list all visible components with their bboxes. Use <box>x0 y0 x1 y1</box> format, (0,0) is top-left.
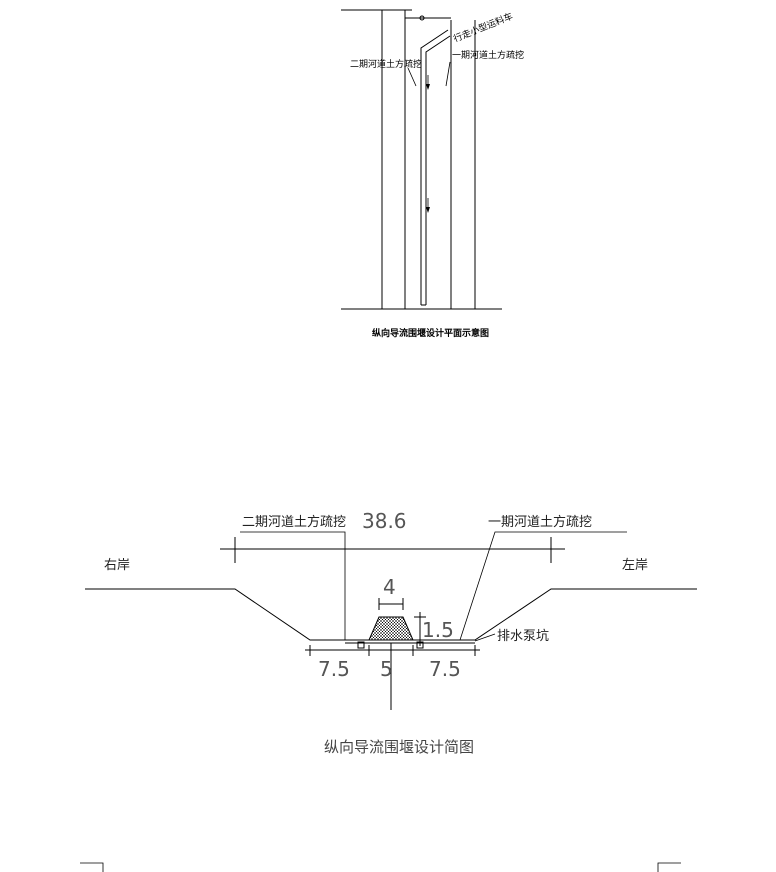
section-caption: 纵向导流围堰设计简图 <box>324 738 474 756</box>
flow-arrow-head <box>426 84 430 90</box>
leader-line-pump <box>474 633 496 642</box>
dim-total-width: 38.6 <box>362 509 407 533</box>
pump-pit-label: 排水泵坑 <box>497 629 549 644</box>
plan-marker-dot <box>419 15 425 21</box>
dim-left: 7.5 <box>318 657 350 681</box>
leader-line-phase1 <box>459 531 627 641</box>
pump-pit-left <box>357 641 365 649</box>
cross-section: 38.6 二期河道土方疏挖 一期河道土方疏挖 右岸 左岸 4 1.5 排水泵坑 <box>85 509 697 756</box>
left-bank-label: 左岸 <box>622 558 648 573</box>
page-corner-mark-left <box>80 862 104 872</box>
dim-top-width: 4 <box>383 575 396 599</box>
leader-line-phase1 <box>445 61 451 87</box>
section-label-phase1: 一期河道土方疏挖 <box>488 514 592 530</box>
plan-caption: 纵向导流围堰设计平面示意图 <box>372 327 489 339</box>
cofferdam-inner-line <box>425 35 451 305</box>
page-corner-mark-right <box>657 862 681 872</box>
section-label-phase2: 二期河道土方疏挖 <box>242 514 346 530</box>
plan-view: 二期河道土方疏挖 一期河道土方疏挖 行走小型运料车 纵向导流围堰设计平面示意图 <box>341 9 524 339</box>
flow-arrow-head <box>426 207 430 213</box>
plan-label-vehicle: 行走小型运料车 <box>452 10 515 45</box>
leader-line-phase2 <box>240 531 346 640</box>
pump-pit-right <box>416 641 424 649</box>
plan-label-phase2: 二期河道土方疏挖 <box>350 58 422 70</box>
leader-line-phase2 <box>407 67 417 87</box>
cofferdam-outer-line <box>420 29 449 305</box>
cofferdam-section <box>368 616 414 641</box>
dim-middle: 5 <box>380 657 393 681</box>
dim-height: 1.5 <box>422 618 454 642</box>
plan-label-phase1: 一期河道土方疏挖 <box>452 49 524 61</box>
right-bank-label: 右岸 <box>104 558 130 573</box>
dim-right: 7.5 <box>429 657 461 681</box>
